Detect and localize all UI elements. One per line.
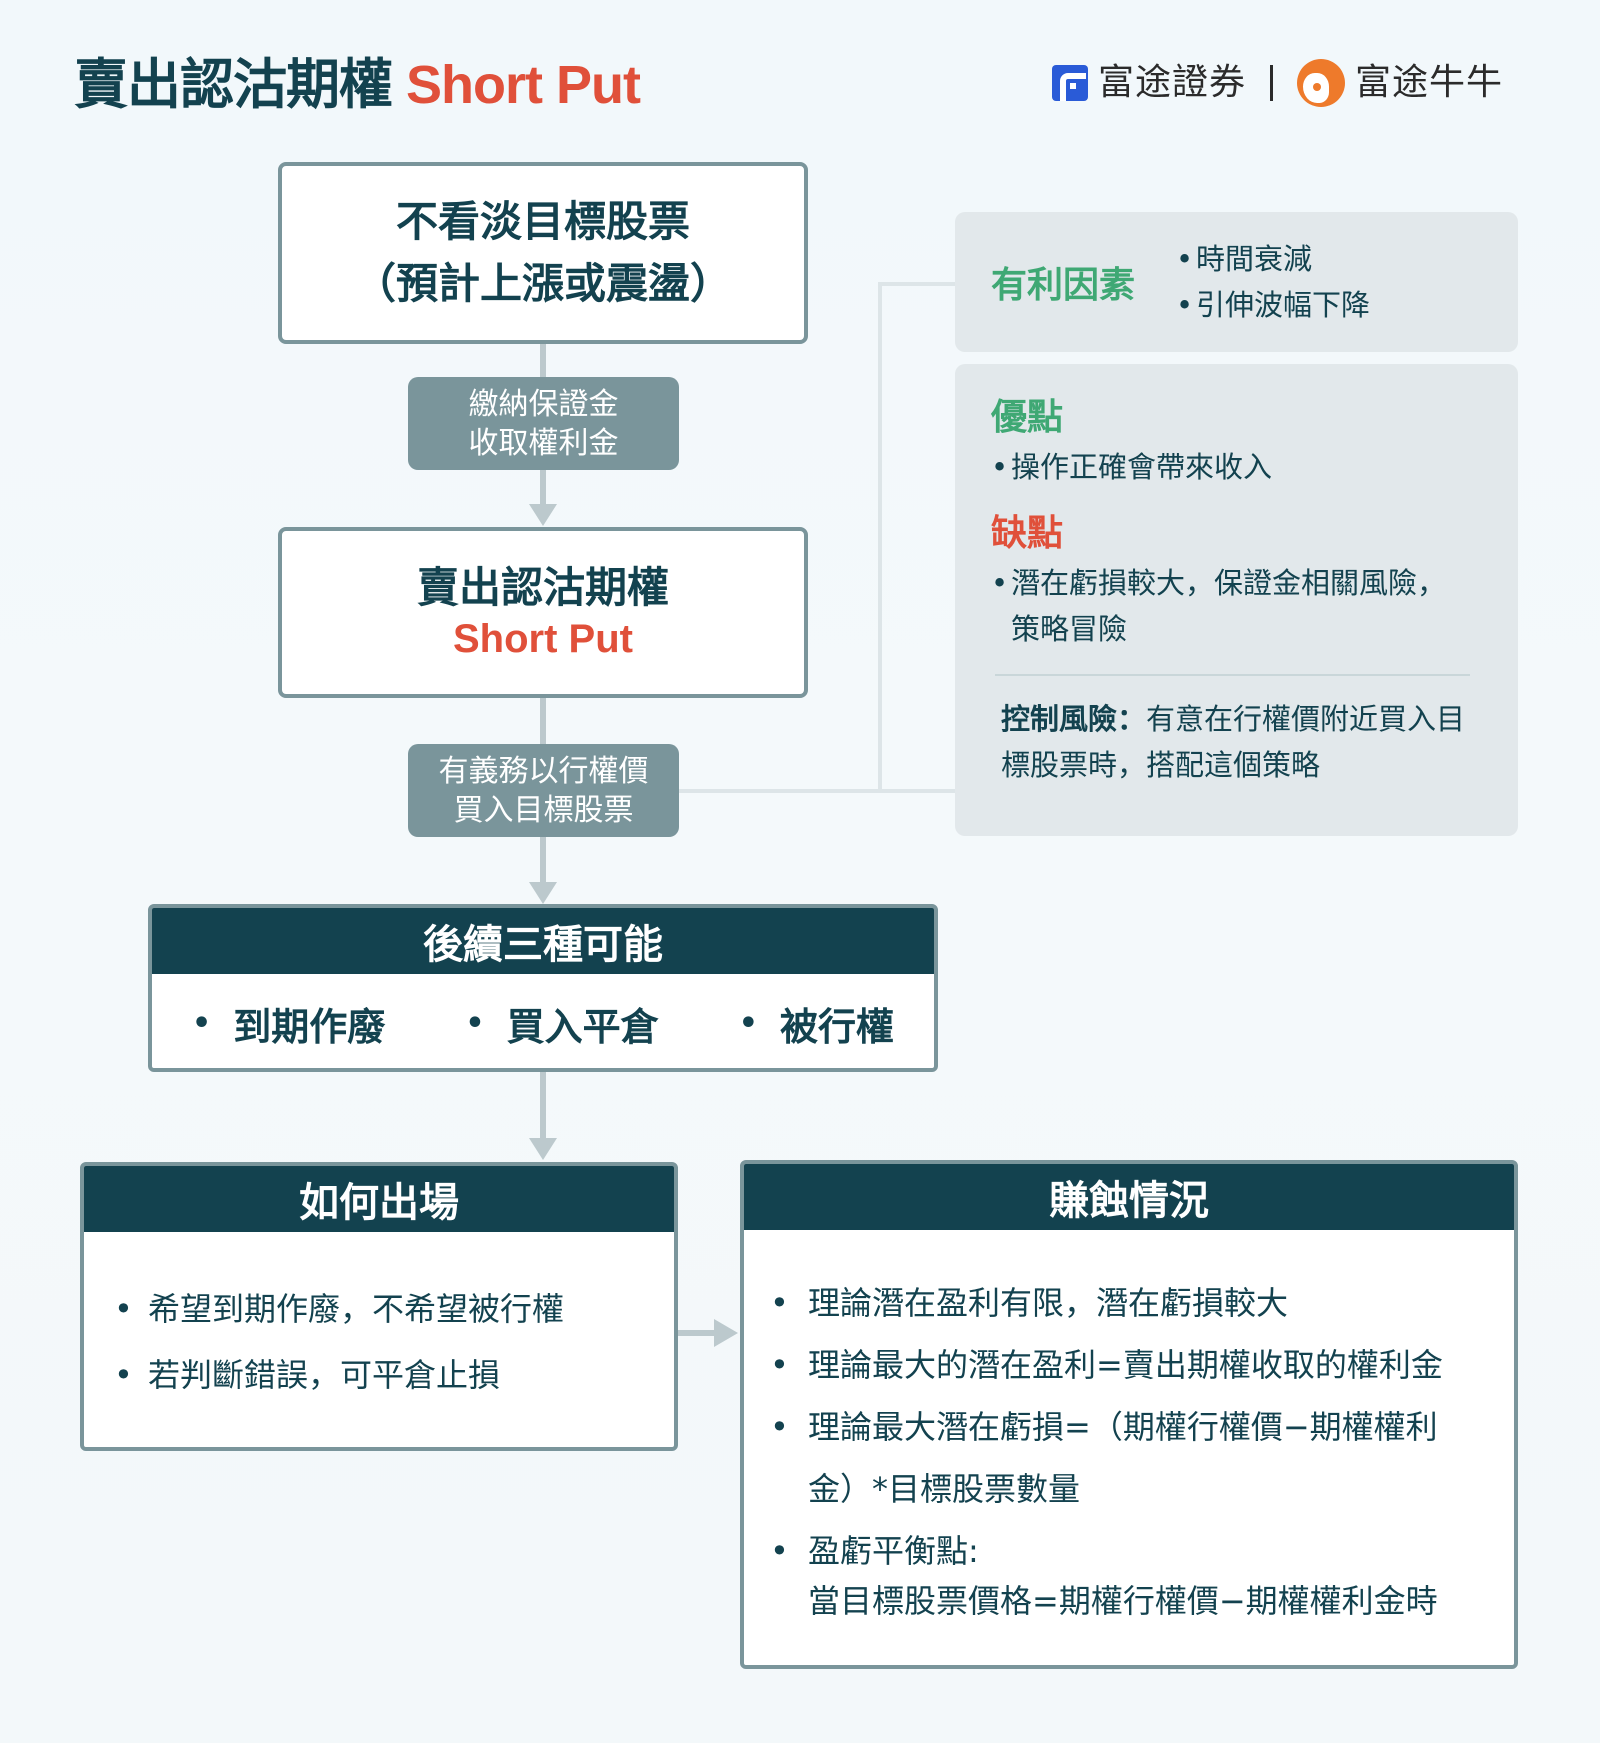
favorable-factors-list: 時間衰減 引伸波幅下降 xyxy=(1176,236,1370,328)
connector-line xyxy=(540,470,546,506)
bullet-icon: • xyxy=(770,1532,789,1570)
pnl-item: • 盈虧平衡點: 當目標股票價格=期權行權價−期權權利金時 xyxy=(770,1526,1514,1626)
pros-label: 優點 xyxy=(991,397,1064,438)
outcome-label: 到期作廢 xyxy=(233,1004,386,1049)
side-connector-line xyxy=(878,282,882,792)
bullet-icon: • xyxy=(738,1005,758,1041)
favorable-factors-card: 有利因素 時間衰減 引伸波幅下降 xyxy=(955,212,1518,352)
arrow-down-icon xyxy=(529,882,557,904)
step-obligation-pill: 有義務以行權價 買入目標股票 xyxy=(408,744,679,837)
strategy-box: 賣出認沽期權 Short Put xyxy=(278,527,808,698)
outcome-label: 被行權 xyxy=(779,1004,894,1049)
outcome-label: 買入平倉 xyxy=(506,1004,659,1049)
logo-separator xyxy=(1270,65,1274,101)
title-english: Short Put xyxy=(406,55,641,115)
brand2-name: 富途牛牛 xyxy=(1355,62,1504,103)
pnl-item: • 理論潛在盈利有限，潛在虧損較大 xyxy=(770,1272,1514,1334)
futu-securities-logo-icon xyxy=(1052,65,1088,101)
title-chinese: 賣出認沽期權 xyxy=(74,53,393,116)
market-view-line2: （預計上漲或震盪） xyxy=(353,259,732,308)
bullet-icon: • xyxy=(192,1005,212,1041)
pros-item: 操作正確會帶來收入 xyxy=(991,444,1482,490)
cons-label: 缺點 xyxy=(991,513,1064,554)
outcome-item: • 被行權 xyxy=(739,996,894,1051)
how-to-exit-list: • 希望到期作廢，不希望被行權 • 若判斷錯誤，可平倉止損 xyxy=(84,1232,674,1408)
three-outcomes-list: • 到期作廢 • 買入平倉 • 被行權 xyxy=(152,974,934,1068)
how-to-exit-header: 如何出場 xyxy=(84,1166,674,1232)
futu-niuniu-bull-logo-icon xyxy=(1297,59,1346,107)
bullet-icon: • xyxy=(114,1356,133,1394)
exit-item: • 希望到期作廢，不希望被行權 xyxy=(114,1276,674,1342)
exit-item-text: 若判斷錯誤，可平倉止損 xyxy=(148,1356,501,1394)
connector-line xyxy=(540,1072,546,1140)
pnl-item-text: 理論最大潛在虧損=（期權行權價−期權權利金）*目標股票數量 xyxy=(808,1408,1438,1508)
step-pay-margin-pill: 繳納保證金 收取權利金 xyxy=(408,377,679,470)
strategy-name-chinese: 賣出認沽期權 xyxy=(416,562,669,612)
profit-loss-list: • 理論潛在盈利有限，潛在虧損較大 • 理論最大的潛在盈利=賣出期權收取的權利金 •… xyxy=(744,1230,1514,1626)
risk-control-text: 有意在行權價附近買入目標股票時，搭配這個策略 xyxy=(1001,702,1466,782)
exit-item: • 若判斷錯誤，可平倉止損 xyxy=(114,1342,674,1408)
breakeven-label: 盈虧平衡點: xyxy=(808,1532,979,1570)
bullet-icon: • xyxy=(770,1408,789,1446)
risk-control-note: 控制風險：有意在行權價附近買入目標股票時，搭配這個策略 xyxy=(991,696,1482,788)
breakeven-formula: 當目標股票價格=期權行權價−期權權利金時 xyxy=(808,1582,1438,1620)
brand-logos: 富途證券 富途牛牛 xyxy=(1052,58,1503,108)
exit-item-text: 希望到期作廢，不希望被行權 xyxy=(148,1290,565,1328)
pnl-item: • 理論最大的潛在盈利=賣出期權收取的權利金 xyxy=(770,1334,1514,1396)
bullet-icon: • xyxy=(114,1290,133,1328)
connector-line xyxy=(540,698,546,744)
favorable-factor-item: 時間衰減 xyxy=(1176,236,1370,282)
arrow-right-icon xyxy=(714,1319,738,1347)
profit-loss-box: 賺蝕情況 • 理論潛在盈利有限，潛在虧損較大 • 理論最大的潛在盈利=賣出期權收取的… xyxy=(740,1160,1518,1669)
outcome-item: • 到期作廢 xyxy=(192,996,385,1051)
arrow-down-icon xyxy=(529,1138,557,1160)
step1-line1: 繳納保證金 xyxy=(468,386,619,422)
how-to-exit-box: 如何出場 • 希望到期作廢，不希望被行權 • 若判斷錯誤，可平倉止損 xyxy=(80,1162,678,1451)
brand1-name: 富途證券 xyxy=(1098,62,1247,103)
connector-line xyxy=(540,344,546,377)
step1-line2: 收取權利金 xyxy=(468,425,619,461)
arrow-down-icon xyxy=(529,504,557,526)
bullet-icon: • xyxy=(770,1284,789,1322)
market-view-box: 不看淡目標股票 （預計上漲或震盪） xyxy=(278,162,808,344)
side-connector-line xyxy=(679,789,955,793)
risk-control-label: 控制風險： xyxy=(1001,702,1147,736)
strategy-name-english: Short Put xyxy=(453,616,633,661)
favorable-factors-label: 有利因素 xyxy=(991,265,1136,306)
favorable-factor-item: 引伸波幅下降 xyxy=(1176,282,1370,328)
three-outcomes-box: 後續三種可能 • 到期作廢 • 買入平倉 • 被行權 xyxy=(148,904,938,1072)
pnl-item-text: 理論潛在盈利有限，潛在虧損較大 xyxy=(808,1284,1289,1322)
pnl-item-text: 盈虧平衡點: 當目標股票價格=期權行權價−期權權利金時 xyxy=(808,1526,1498,1626)
connector-line xyxy=(540,837,546,883)
pnl-item-text: 理論最大的潛在盈利=賣出期權收取的權利金 xyxy=(808,1346,1443,1384)
pnl-item: • 理論最大潛在虧損=（期權行權價−期權權利金）*目標股票數量 xyxy=(770,1396,1514,1520)
step2-line1: 有義務以行權價 xyxy=(438,753,649,789)
profit-loss-header: 賺蝕情況 xyxy=(744,1164,1514,1230)
outcome-item: • 買入平倉 xyxy=(465,996,658,1051)
side-connector-line xyxy=(878,282,955,286)
pros-cons-card: 優點 操作正確會帶來收入 缺點 潛在虧損較大，保證金相關風險，策略冒險 控制風險… xyxy=(955,364,1518,836)
divider xyxy=(995,674,1470,676)
cons-item: 潛在虧損較大，保證金相關風險，策略冒險 xyxy=(991,560,1451,652)
bullet-icon: • xyxy=(465,1005,485,1041)
three-outcomes-header: 後續三種可能 xyxy=(152,908,934,974)
connector-line xyxy=(678,1330,718,1336)
market-view-line1: 不看淡目標股票 xyxy=(395,197,690,246)
step2-line2: 買入目標股票 xyxy=(453,792,634,828)
bullet-icon: • xyxy=(770,1346,789,1384)
